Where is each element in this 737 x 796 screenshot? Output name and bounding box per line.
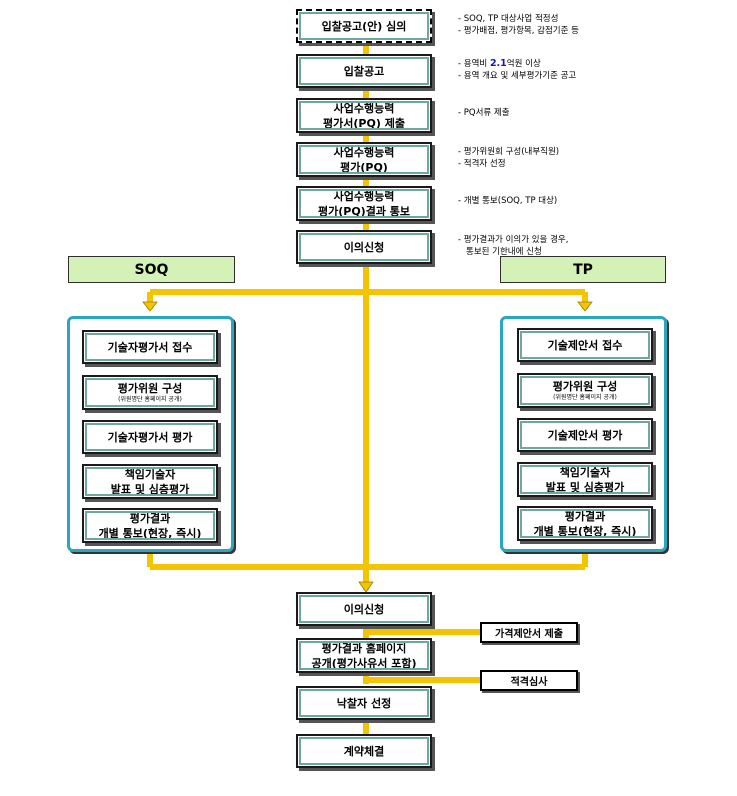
connector-arrowheads (142, 301, 593, 593)
soq-step-committee-label: 평가위원 구성 (위원명단 홈페이지 공개) (118, 381, 183, 404)
main-trunk (147, 40, 588, 734)
note-pq-evaluation-line2: - 적격자 선정 (458, 159, 506, 169)
note-objection-line1: - 평가결과가 이의가 있을 경우, (458, 235, 569, 245)
step-pq-submission-line1: 사업수행능력 (333, 101, 395, 115)
note-notice-line2: - 용역 개요 및 세부평가기준 공고 (458, 71, 577, 81)
note-pq-submission: - PQ서류 제출 (458, 107, 510, 119)
final-contract-label: 계약체결 (343, 744, 385, 758)
soq-step-committee-sub: (위원명단 홈페이지 공개) (118, 396, 182, 403)
soq-step-presentation-line2: 발표 및 심층평가 (110, 482, 190, 496)
note-review-line2: - 평가배점, 평가항목, 감점기준 등 (458, 26, 579, 36)
step-pq-evaluation-line2: 평가(PQ) (340, 160, 388, 174)
tp-step-committee-sub: (위원명단 홈페이지 공개) (553, 394, 617, 401)
soq-step-evaluate: 기술자평가서 평가 (82, 420, 218, 454)
note-notice-post: 억원 이상 (506, 59, 541, 69)
soq-step-committee: 평가위원 구성 (위원명단 홈페이지 공개) (82, 375, 218, 410)
step-pq-result-notice-line2: 평가(PQ)결과 통보 (317, 204, 411, 218)
soq-step-receive-label: 기술자평가서 접수 (107, 340, 193, 354)
tp-header: TP (500, 256, 666, 283)
step-pq-result-notice: 사업수행능력 평가(PQ)결과 통보 (296, 186, 432, 221)
soq-header-label: SOQ (134, 261, 169, 278)
tp-step-result-line1: 평가결과 (564, 509, 606, 523)
note-notice-line1: - 용역비 2.1억원 이상 (458, 58, 576, 70)
step-pq-evaluation-label: 사업수행능력 평가(PQ) (334, 145, 395, 175)
step-pq-submission-label: 사업수행능력 평가서(PQ) 제출 (323, 101, 405, 131)
note-pq-evaluation-line1: - 평가위원회 구성(내부직원) (458, 147, 560, 157)
soq-step-committee-line1: 평가위원 구성 (117, 382, 183, 395)
note-notice-pre: - 용역비 (458, 59, 490, 69)
tp-step-result-line2: 개별 통보(현장, 즉시) (533, 524, 637, 538)
soq-step-receive: 기술자평가서 접수 (82, 330, 218, 364)
soq-header: SOQ (68, 256, 235, 283)
note-notice-amount: 2.1 (489, 58, 507, 69)
note-objection-line2: 통보된 기한내에 신청 (466, 247, 542, 257)
step-pq-submission: 사업수행능력 평가서(PQ) 제출 (296, 98, 432, 133)
soq-step-result-line1: 평가결과 (129, 511, 171, 525)
note-review-line1: - SOQ, TP 대상사업 적정성 (458, 14, 559, 24)
note-pq-evaluation: - 평가위원회 구성(내부직원) - 적격자 선정 (458, 146, 559, 170)
tp-step-receive-label: 기술제안서 접수 (547, 338, 623, 352)
side-qualification-review: 적격심사 (480, 670, 578, 691)
step-pq-evaluation-line1: 사업수행능력 (333, 145, 395, 159)
note-objection: - 평가결과가 이의가 있을 경우, 통보된 기한내에 신청 (458, 234, 568, 258)
step-bid-notice-review: 입찰공고(안) 심의 (296, 9, 432, 43)
tp-step-committee: 평가위원 구성 (위원명단 홈페이지 공개) (517, 373, 653, 408)
soq-step-presentation: 책임기술자 발표 및 심층평가 (82, 464, 218, 499)
step-pq-result-notice-label: 사업수행능력 평가(PQ)결과 통보 (318, 189, 410, 219)
side-price-proposal: 가격제안서 제출 (480, 622, 578, 643)
tp-step-presentation: 책임기술자 발표 및 심층평가 (517, 462, 653, 497)
final-select-winner-label: 낙찰자 선정 (336, 696, 392, 710)
tp-step-evaluate-label: 기술제안서 평가 (547, 428, 623, 442)
step-pq-result-notice-line1: 사업수행능력 (333, 189, 395, 203)
note-notice: - 용역비 2.1억원 이상 - 용역 개요 및 세부평가기준 공고 (458, 58, 576, 82)
tp-step-presentation-line2: 발표 및 심층평가 (545, 480, 625, 494)
final-contract: 계약체결 (296, 734, 432, 768)
soq-step-result: 평가결과 개별 통보(현장, 즉시) (82, 508, 218, 543)
note-pq-submission-text: - PQ서류 제출 (458, 108, 510, 118)
step-pq-submission-line2: 평가서(PQ) 제출 (323, 116, 405, 130)
soq-step-presentation-line1: 책임기술자 (124, 467, 176, 481)
note-pq-result-text: - 개별 통보(SOQ, TP 대상) (458, 196, 558, 206)
step-pq-evaluation: 사업수행능력 평가(PQ) (296, 142, 432, 177)
tp-step-result-label: 평가결과 개별 통보(현장, 즉시) (534, 509, 637, 539)
soq-step-presentation-label: 책임기술자 발표 및 심층평가 (111, 467, 190, 497)
final-objection: 이의신청 (296, 592, 432, 626)
final-publish-results-label: 평가결과 홈페이지 공개(평가사유서 포함) (312, 641, 417, 671)
side-qualification-review-label: 적격심사 (510, 677, 548, 688)
tp-step-result: 평가결과 개별 통보(현장, 즉시) (517, 506, 653, 541)
note-pq-result: - 개별 통보(SOQ, TP 대상) (458, 195, 557, 207)
tp-step-committee-line1: 평가위원 구성 (552, 380, 618, 393)
tp-header-label: TP (573, 261, 593, 278)
side-price-proposal-label: 가격제안서 제출 (495, 629, 563, 640)
tp-step-committee-label: 평가위원 구성 (위원명단 홈페이지 공개) (553, 379, 618, 402)
step-bid-notice-label: 입찰공고 (343, 64, 385, 78)
soq-step-result-label: 평가결과 개별 통보(현장, 즉시) (99, 511, 202, 541)
tp-step-evaluate: 기술제안서 평가 (517, 418, 653, 452)
soq-step-evaluate-label: 기술자평가서 평가 (107, 430, 193, 444)
tp-step-presentation-label: 책임기술자 발표 및 심층평가 (546, 465, 625, 495)
final-publish-results-line2: 공개(평가사유서 포함) (311, 656, 417, 670)
note-review: - SOQ, TP 대상사업 적정성 - 평가배점, 평가항목, 감점기준 등 (458, 13, 579, 37)
tp-step-presentation-line1: 책임기술자 (559, 465, 611, 479)
step-bid-notice: 입찰공고 (296, 54, 432, 88)
step-objection: 이의신청 (296, 230, 432, 264)
final-select-winner: 낙찰자 선정 (296, 686, 432, 720)
step-objection-label: 이의신청 (343, 240, 385, 254)
final-publish-results: 평가결과 홈페이지 공개(평가사유서 포함) (296, 638, 432, 673)
soq-step-result-line2: 개별 통보(현장, 즉시) (98, 526, 202, 540)
step-bid-notice-review-label: 입찰공고(안) 심의 (321, 19, 407, 33)
tp-step-receive: 기술제안서 접수 (517, 328, 653, 362)
final-publish-results-line1: 평가결과 홈페이지 (321, 641, 407, 655)
final-objection-label: 이의신청 (343, 602, 385, 616)
